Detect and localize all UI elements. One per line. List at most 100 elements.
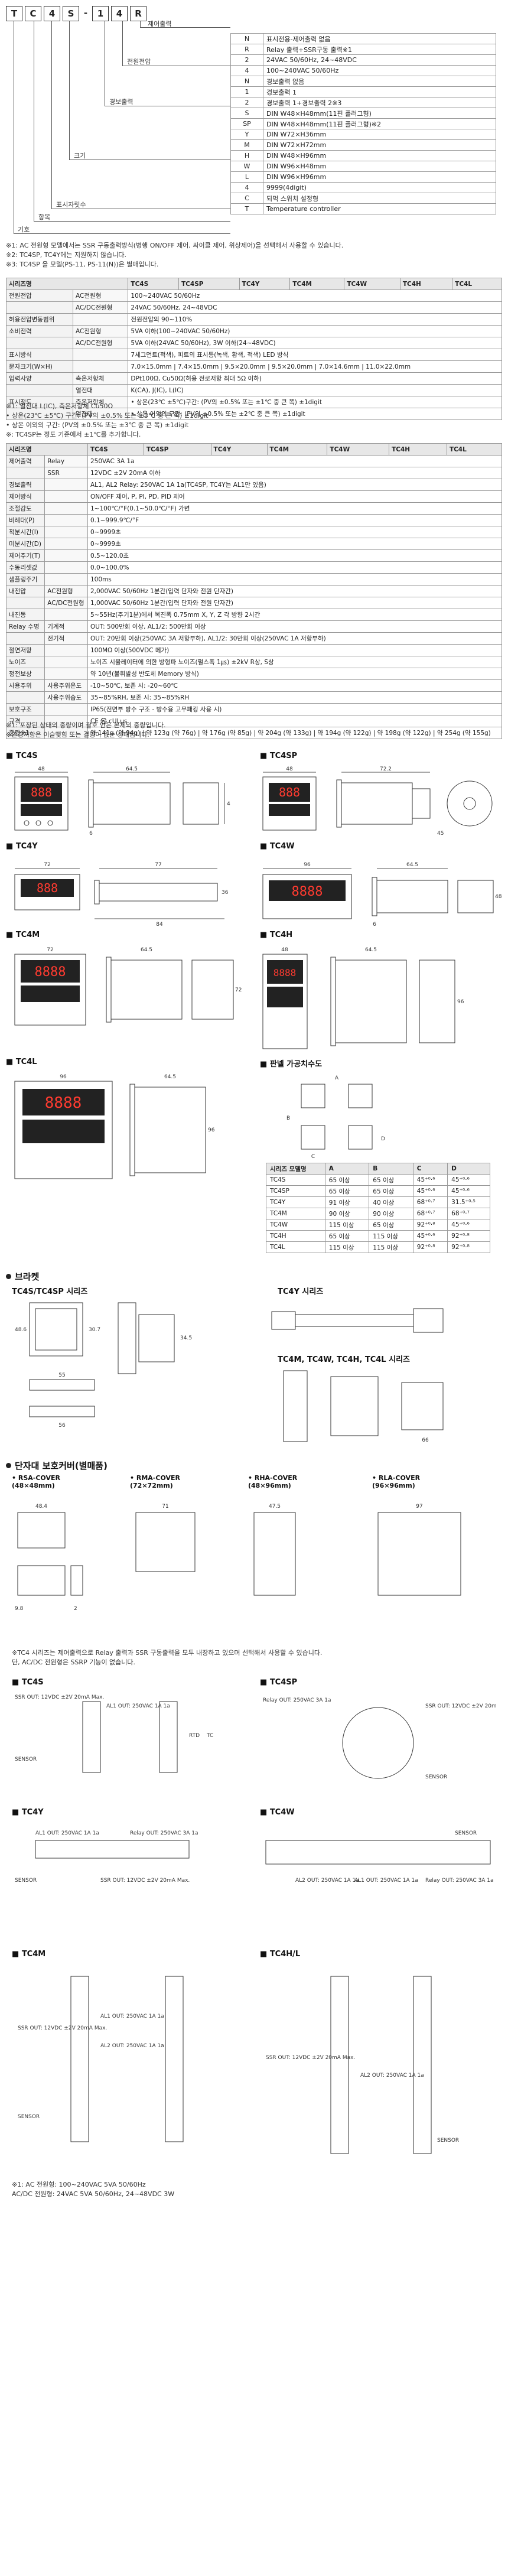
spec-label: 노이즈 bbox=[5, 656, 45, 668]
option-key: R bbox=[230, 44, 263, 55]
svg-text:888: 888 bbox=[37, 881, 58, 895]
spec-value: DPt100Ω, Cu50Ω(허용 전로저항 최대 5Ω 이하) bbox=[128, 372, 502, 385]
spec-label bbox=[5, 467, 45, 479]
spec-sublabel bbox=[44, 549, 88, 562]
svg-text:8888: 8888 bbox=[292, 884, 323, 899]
spec-sublabel: AC전원형 bbox=[44, 585, 88, 597]
cutout-cell: 68⁺⁰·⁷ bbox=[447, 1208, 490, 1219]
spec-sublabel: AC/DC전원형 bbox=[73, 337, 129, 349]
spec-label: 내진동 bbox=[5, 609, 45, 621]
option-key: S bbox=[230, 108, 263, 119]
spec-label: 경보출력 bbox=[5, 479, 45, 491]
spec-sublabel: SSR bbox=[44, 467, 88, 479]
svg-text:Relay OUT: 250VAC 3A 1a: Relay OUT: 250VAC 3A 1a bbox=[263, 1697, 331, 1703]
spec-label: 샘플링주기 bbox=[5, 573, 45, 586]
note-line: • 상온 이외의 구간: (PV의 ±0.5% 또는 ±3℃ 중 큰 쪽) ±1… bbox=[6, 421, 189, 429]
conn-title-tc4s: ■ TC4S bbox=[12, 1678, 44, 1687]
cutout-cell: 45⁺⁰·⁶ bbox=[412, 1185, 448, 1197]
svg-text:RTD: RTD bbox=[189, 1733, 200, 1739]
spec-label bbox=[5, 691, 45, 704]
cutout-cell: 115 이상 bbox=[369, 1230, 413, 1242]
cat-type: 기호 bbox=[18, 226, 30, 233]
spec-header-cell: TC4L bbox=[446, 443, 503, 456]
option-key: H bbox=[230, 150, 263, 161]
spec-label bbox=[5, 384, 74, 396]
svg-text:AL1 OUT: 250VAC 1A 1a: AL1 OUT: 250VAC 1A 1a bbox=[100, 2014, 164, 2019]
svg-text:SENSOR: SENSOR bbox=[18, 2114, 40, 2120]
option-text: 되먹 스위치 설정형 bbox=[263, 193, 496, 204]
svg-text:72: 72 bbox=[235, 987, 242, 993]
bracket-drawing-tc4s: 48.6 30.7 34.5 55 56 bbox=[12, 1297, 242, 1433]
spec-label bbox=[5, 597, 45, 609]
note-line: ※1: 열전대 L(IC), 측온저항체 Cu50Ω bbox=[6, 402, 113, 410]
code-box: S bbox=[63, 6, 79, 21]
cutout-cell: 91 이상 bbox=[324, 1196, 370, 1208]
drawing-tc4w: 8888 96 64.5 6 48 bbox=[260, 857, 502, 928]
svg-text:96: 96 bbox=[457, 999, 464, 1005]
cutout-cell: 92⁺⁰·⁸ bbox=[412, 1241, 448, 1253]
svg-text:SENSOR: SENSOR bbox=[455, 1830, 477, 1836]
cutout-cell: 65 이상 bbox=[369, 1174, 413, 1186]
cutout-cell: 68⁺⁰·⁷ bbox=[412, 1208, 448, 1219]
bracket-drawing-tc4y bbox=[266, 1297, 496, 1344]
cutout-cell: 65 이상 bbox=[369, 1185, 413, 1197]
spec-header-cell: TC4L bbox=[452, 278, 502, 290]
cutout-cell: 90 이상 bbox=[369, 1208, 413, 1219]
spec-value: OUT: 500만회 이상, AL1/2: 500만회 이상 bbox=[87, 620, 503, 633]
svg-text:8888: 8888 bbox=[45, 1094, 82, 1112]
conn-title-tc4w: ■ TC4W bbox=[260, 1808, 295, 1817]
bracket-title-tc4s: TC4S/TC4SP 시리즈 bbox=[12, 1287, 88, 1296]
spec-row: 제어주기(T)0.5~120.0초 bbox=[5, 549, 503, 562]
spec-sublabel: 측온저항체 bbox=[73, 396, 129, 408]
power-notes: ※1: 열전대 L(IC), 측온저항체 Cu50Ω• 상온(23℃ ±5℃) … bbox=[6, 402, 502, 440]
conn-drawing-tc4sp: Relay OUT: 250VAC 3A 1a SSR OUT: 12VDC ±… bbox=[260, 1690, 496, 1796]
dim-title-tc4sp: ■ TC4SP bbox=[260, 752, 298, 760]
spec-value: 전원전압의 90~110% bbox=[128, 313, 502, 326]
spec-row: 열전대• 상온 이외의 구간: (PV의 ±0.5% 또는 ±2℃ 중 큰 쪽)… bbox=[5, 408, 502, 420]
svg-text:48: 48 bbox=[281, 947, 288, 953]
option-key: SP bbox=[230, 118, 263, 129]
spec-label bbox=[5, 337, 74, 349]
spec-row: 미분시간(D)0~9999초 bbox=[5, 538, 503, 550]
cutout-header-cell: 시리즈 모델명 bbox=[266, 1163, 325, 1175]
option-text: Temperature controller bbox=[263, 203, 496, 214]
spec-header-cell: TC4M bbox=[266, 443, 328, 456]
spec-sublabel bbox=[44, 526, 88, 538]
spec-sublabel: 열전대 bbox=[73, 384, 129, 396]
spec-sublabel: AC/DC전원형 bbox=[44, 597, 88, 609]
spec-label bbox=[5, 632, 45, 645]
svg-text:6: 6 bbox=[89, 831, 93, 836]
spec-value: 5VA 이하(100~240VAC 50/60Hz) bbox=[128, 325, 502, 337]
cutout-header-cell: A bbox=[324, 1163, 370, 1175]
option-key: 4 bbox=[230, 182, 263, 193]
svg-text:64.5: 64.5 bbox=[365, 947, 377, 953]
svg-text:Relay OUT: 250VAC 3A 1a: Relay OUT: 250VAC 3A 1a bbox=[130, 1830, 198, 1836]
cutout-cell: 115 이상 bbox=[324, 1241, 370, 1253]
svg-text:48: 48 bbox=[38, 766, 45, 772]
drawing-tc4m: 8888 72 64.5 72 bbox=[12, 945, 242, 1040]
spec-value: 0~9999초 bbox=[87, 538, 503, 550]
spec-value: IP65(전면부 방수 구조 - 방수용 고무패킹 사용 시) bbox=[87, 703, 503, 715]
spec-value: 7.0×15.0mm | 7.4×15.0mm | 9.5×20.0mm | 9… bbox=[128, 360, 502, 373]
svg-text:30.7: 30.7 bbox=[89, 1327, 100, 1333]
note-line: ※2: TC4SP, TC4Y에는 지원하지 않습니다. bbox=[6, 251, 126, 259]
spec-value: 5~55Hz(주기1분)에서 복진폭 0.75mm X, Y, Z 각 방향 2… bbox=[87, 609, 503, 621]
drawing-tc4s: 888 48 64.5 6 45 bbox=[12, 765, 230, 836]
cutout-cell: TC4W bbox=[266, 1219, 325, 1231]
spec-label bbox=[5, 408, 74, 420]
bracket-drawing-tc4m: 66 bbox=[266, 1365, 496, 1453]
svg-text:48: 48 bbox=[286, 766, 293, 772]
